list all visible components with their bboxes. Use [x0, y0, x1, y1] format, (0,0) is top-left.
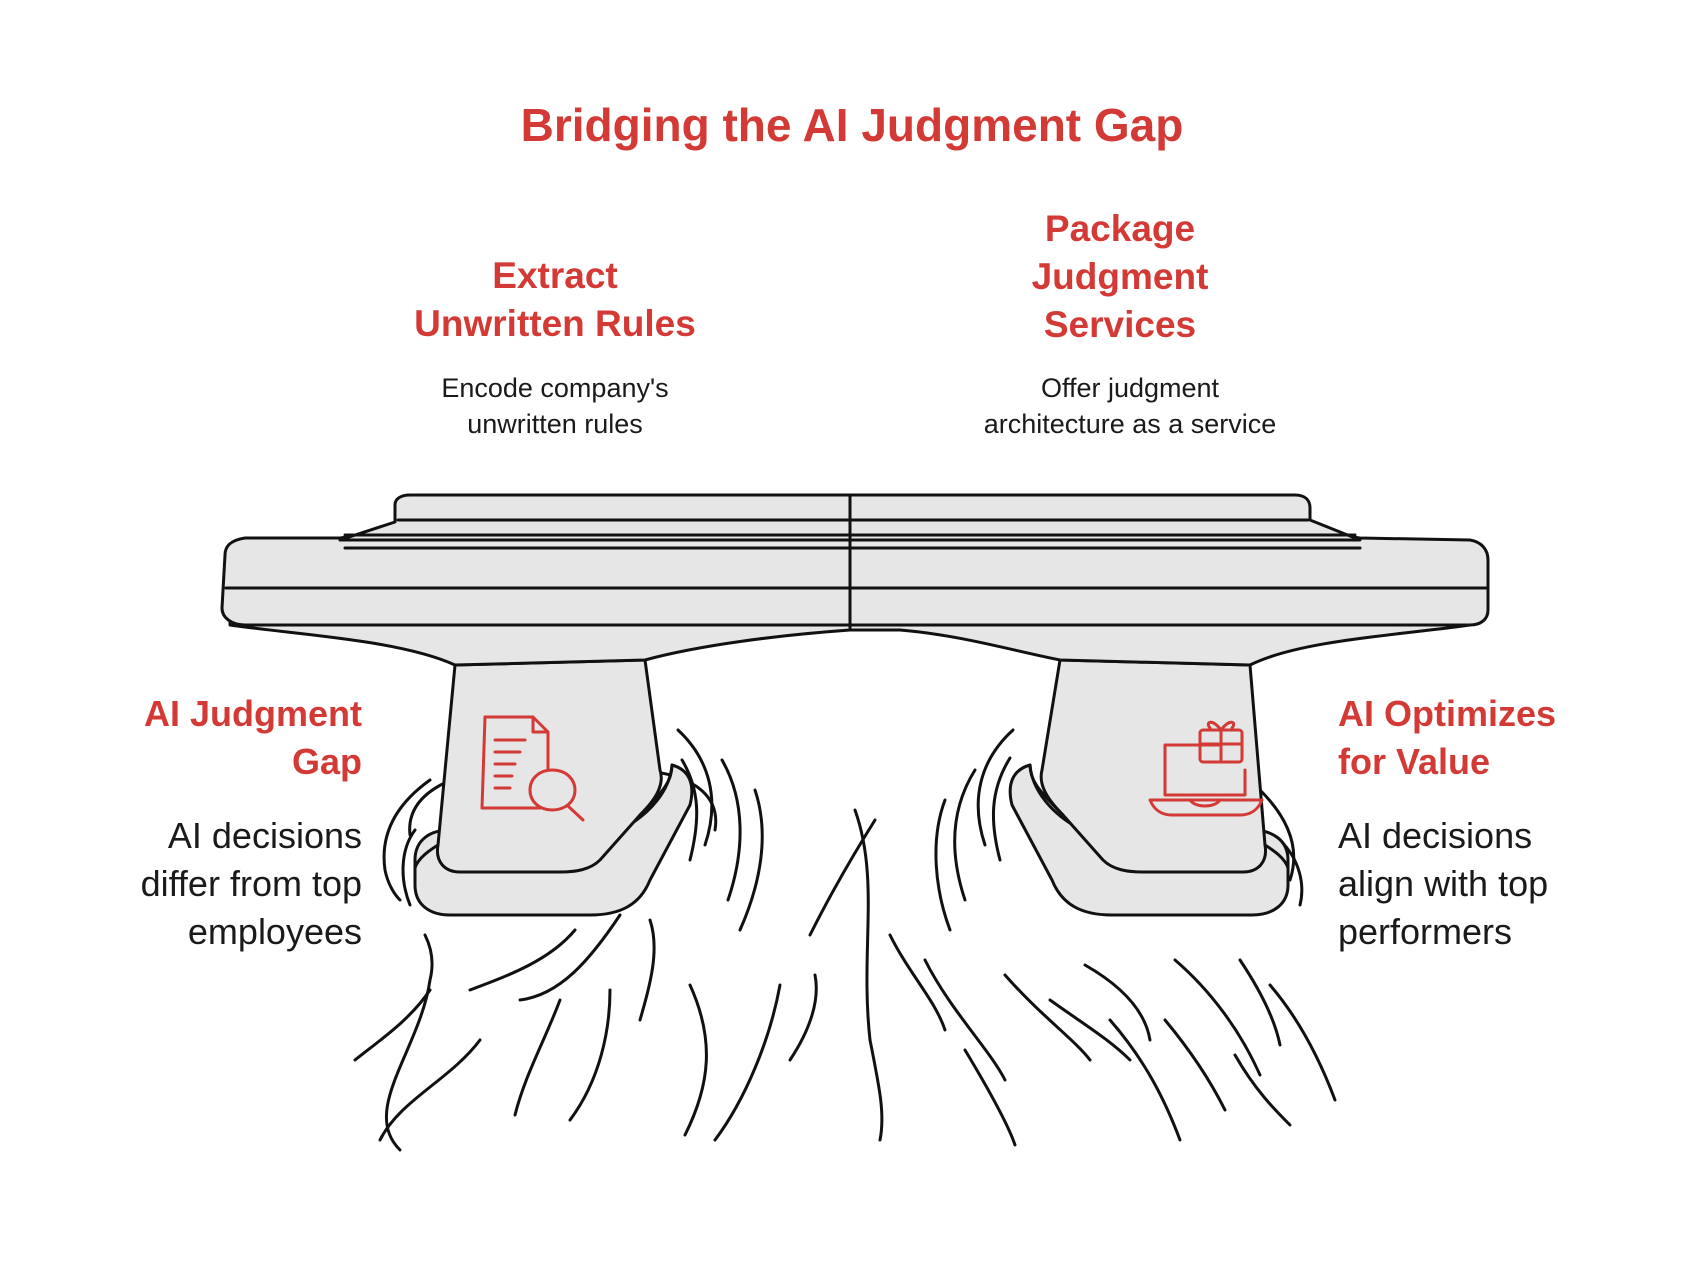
- laptop-gift-icon: [1150, 722, 1262, 815]
- description-line: Offer judgment: [1040, 373, 1220, 403]
- ripple-line: [682, 760, 697, 860]
- ripple-line: [925, 960, 1005, 1080]
- ripple-line: [715, 985, 780, 1140]
- title-line: for Value: [1338, 741, 1491, 782]
- description-line: AI decisions: [1338, 815, 1533, 856]
- ripple-line: [384, 780, 430, 900]
- ripple-line: [1260, 790, 1294, 880]
- ripple-line: [965, 1050, 1015, 1145]
- title-line: Package: [1044, 208, 1196, 249]
- ripple-line: [520, 915, 620, 1000]
- deck-slab: [222, 530, 1488, 625]
- left-pier-ledge: [640, 765, 672, 815]
- magnifier-handle: [568, 806, 583, 820]
- ripple-line: [1175, 960, 1260, 1075]
- document-edge: [482, 717, 540, 808]
- description-line: performers: [1338, 911, 1513, 952]
- title-line: Unwritten Rules: [414, 303, 696, 344]
- diagram-title: Bridging the AI Judgment Gap: [520, 99, 1184, 151]
- ripple-line: [810, 820, 875, 935]
- document-fold: [533, 717, 548, 732]
- description-line: AI decisions: [167, 815, 362, 856]
- gap-side-title: AI Judgment Gap: [60, 690, 362, 786]
- laptop-base: [1150, 800, 1262, 815]
- extract-step-description: Encode company's unwritten rules: [380, 370, 730, 442]
- left-pier: [410, 660, 716, 915]
- description-line: align with top: [1338, 863, 1549, 904]
- bridge-deck: [222, 495, 1488, 665]
- description-line: employees: [187, 911, 362, 952]
- ripple-line: [722, 760, 740, 900]
- ripple-line: [678, 730, 712, 845]
- ripple-line: [1085, 965, 1150, 1040]
- title-line: Judgment: [1031, 256, 1209, 297]
- right-pier: [1010, 660, 1288, 915]
- ripple-line: [515, 1000, 560, 1115]
- extract-step-title: Extract Unwritten Rules: [360, 252, 750, 348]
- description-line: unwritten rules: [467, 409, 643, 439]
- left-pier-base-top: [415, 845, 438, 868]
- right-pier-ledge: [1030, 765, 1063, 815]
- ripple-line: [1270, 985, 1335, 1100]
- ripple-line: [870, 1040, 882, 1140]
- package-step-description: Offer judgment architecture as a service: [920, 370, 1340, 442]
- right-pier-base-top: [1265, 845, 1288, 868]
- ripple-line: [386, 935, 432, 1150]
- title-line: Extract: [492, 255, 618, 296]
- magnifier-lens: [530, 770, 575, 810]
- ripple-line: [993, 758, 1010, 860]
- gap-side-description: AI decisions differ from top employees: [60, 812, 362, 956]
- ripple-line: [1235, 1055, 1290, 1125]
- ripple-line: [685, 985, 706, 1135]
- ripple-line: [470, 930, 575, 990]
- ripple-line: [936, 800, 950, 930]
- ripple-line: [855, 810, 870, 1040]
- description-line: differ from top: [140, 863, 362, 904]
- package-step-title: Package Judgment Services: [960, 205, 1280, 349]
- ripple-line: [380, 1040, 480, 1140]
- ripple-line: [790, 975, 816, 1060]
- right-pier-column: [1041, 660, 1265, 872]
- ripple-line: [355, 990, 430, 1060]
- gift-bow: [1208, 722, 1233, 730]
- document-search-icon: [482, 717, 583, 820]
- ripple-line: [403, 830, 415, 905]
- ripple-line: [890, 935, 945, 1030]
- value-side-description: AI decisions align with top performers: [1338, 812, 1668, 956]
- laptop-notch: [1190, 800, 1220, 806]
- ripple-line: [570, 990, 610, 1120]
- ripple-line: [1240, 960, 1280, 1045]
- ripple-line: [640, 920, 654, 1020]
- ripple-line: [1165, 1020, 1225, 1110]
- title-line: AI Optimizes: [1338, 693, 1557, 734]
- description-line: architecture as a service: [983, 409, 1277, 439]
- ripple-line: [1050, 1000, 1130, 1060]
- value-side-title: AI Optimizes for Value: [1338, 690, 1668, 786]
- deck-underside: [230, 615, 1470, 665]
- title-line: Gap: [291, 741, 362, 782]
- ripple-line: [740, 790, 762, 930]
- ripple-line: [1005, 975, 1090, 1060]
- ripple-line: [1110, 1020, 1180, 1140]
- description-line: Encode company's: [441, 373, 669, 403]
- title-line: AI Judgment: [143, 693, 362, 734]
- water-ripples: [355, 730, 1335, 1150]
- ripple-line: [955, 770, 975, 900]
- title-line: Services: [1043, 304, 1197, 345]
- ripple-line: [978, 730, 1013, 845]
